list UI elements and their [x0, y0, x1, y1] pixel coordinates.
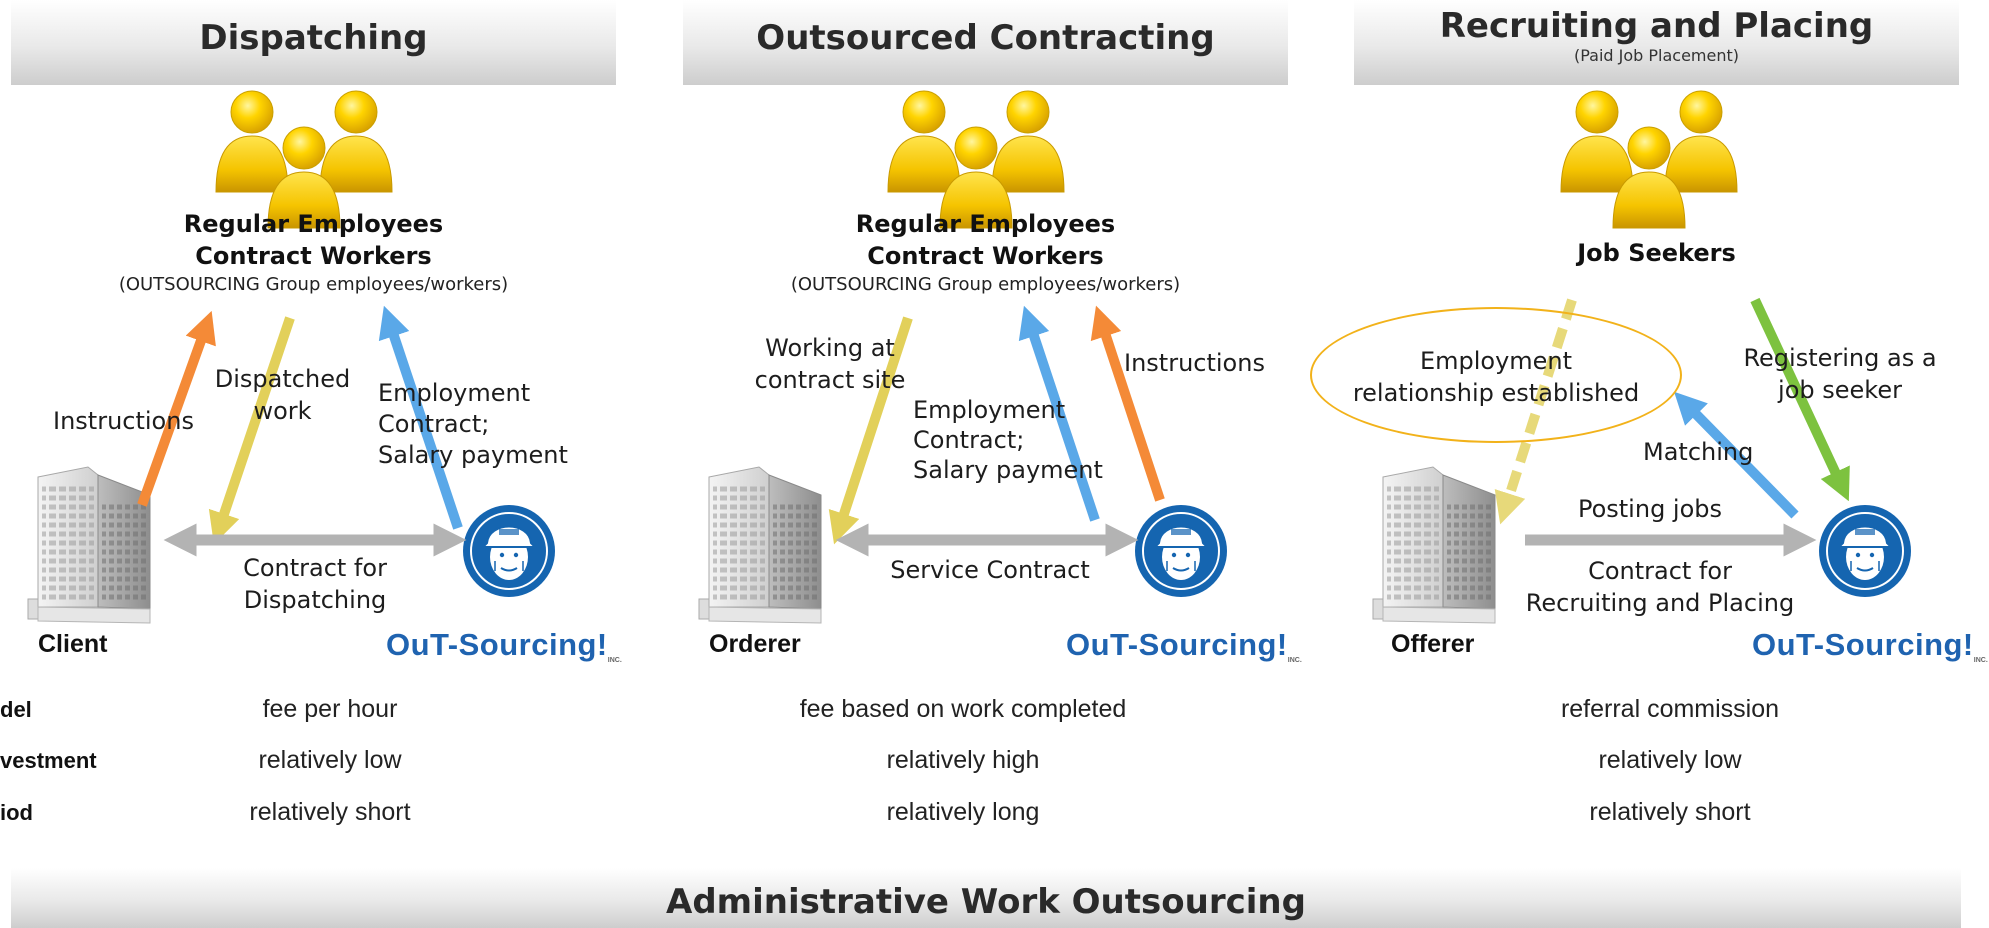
label-line: Recruiting and Placing: [1525, 589, 1795, 617]
building-icon-orderer: [698, 466, 822, 624]
label-line: Employment: [1419, 347, 1573, 375]
label-employment-relationship: Employment relationship established: [1320, 345, 1672, 409]
brand-suffix: INC.: [1973, 657, 1988, 665]
arrow-instructions: [137, 310, 216, 507]
brand-text: OuT-Sourcing!: [1066, 627, 1288, 662]
label-working-at-site: Working at contract site: [740, 332, 920, 396]
label-contract-recruiting: Contract for Recruiting and Placing: [1515, 555, 1805, 619]
people-icon-recruiting: [1561, 91, 1737, 228]
outsourcing-logo-icon: [462, 504, 556, 598]
row-label: del: [0, 697, 32, 722]
header-recruiting: Recruiting and Placing (Paid Job Placeme…: [1354, 0, 1959, 85]
label-line: Employment: [913, 396, 1066, 424]
label-instructions: Instructions: [1124, 349, 1265, 377]
label-line: Contract for: [1588, 557, 1732, 585]
label-employment-contract: Employment Contract; Salary payment: [378, 378, 568, 471]
label-line: Employment: [378, 379, 531, 407]
arrow-dispatched-work: [208, 316, 295, 545]
label-line: Contract;: [378, 410, 490, 438]
label-line: job seeker: [1778, 376, 1902, 404]
table-cell: relatively low: [258, 746, 402, 774]
table-cell: relatively high: [886, 746, 1040, 774]
arrow-employment-contract: [378, 305, 463, 530]
brand-suffix: INC.: [1287, 657, 1302, 665]
label-employment-contract: Employment Contract; Salary payment: [913, 395, 1103, 485]
header-title: Recruiting and Placing: [1439, 6, 1874, 46]
group-subtitle: (OUTSOURCING Group employees/workers): [790, 274, 1181, 295]
building-icon-client: [27, 466, 151, 624]
table-cell: fee per hour: [262, 695, 398, 723]
row-label: vestment: [0, 748, 97, 773]
label-posting-jobs: Posting jobs: [1577, 495, 1723, 523]
brand-text: OuT-Sourcing!: [386, 627, 608, 662]
group-line1: Regular Employees: [855, 210, 1116, 238]
outsourcing-logo-icon: [1818, 504, 1912, 598]
party-orderer: Orderer: [709, 630, 801, 658]
label-line: Salary payment: [378, 441, 568, 469]
table-cell: relatively long: [886, 798, 1040, 826]
header-outsourced: Outsourced Contracting: [683, 0, 1288, 85]
group-line1: Regular Employees: [183, 210, 444, 238]
label-line: Working at: [765, 334, 895, 362]
group-line2: Contract Workers: [195, 242, 432, 270]
header-admin: Administrative Work Outsourcing: [11, 868, 1961, 928]
arrow-registering: [1750, 297, 1850, 502]
label-line: contract site: [754, 366, 906, 394]
label-matching: Matching: [1643, 438, 1754, 466]
group-caption-recruiting: Job Seekers: [1354, 237, 1959, 269]
brand-logo-text: OuT-Sourcing!INC.: [1066, 627, 1302, 664]
group-caption-outsourced: Regular Employees Contract Workers (OUTS…: [683, 208, 1288, 298]
header-subtitle: (Paid Job Placement): [1573, 46, 1740, 65]
brand-text: OuT-Sourcing!: [1752, 627, 1974, 662]
brand-logo-text: OuT-Sourcing!INC.: [386, 627, 622, 664]
brand-logo-text: OuT-Sourcing!INC.: [1752, 627, 1988, 664]
outsourcing-logo-icon: [1134, 504, 1228, 598]
header-title: Administrative Work Outsourcing: [666, 882, 1306, 922]
label-registering: Registering as a job seeker: [1725, 342, 1955, 406]
employment-relationship-oval: [1310, 307, 1682, 443]
table-cell: referral commission: [1560, 695, 1780, 723]
label-dispatched-work: Dispatched work: [200, 363, 365, 427]
arrow-matching: [1674, 391, 1799, 519]
arrow-employment-contract: [1018, 305, 1100, 522]
label-line: Dispatched: [214, 365, 351, 393]
party-client: Client: [38, 630, 108, 658]
table-cell: relatively low: [1598, 746, 1742, 774]
label-contract-dispatching: Contract for Dispatching: [215, 552, 415, 616]
label-line: Dispatching: [243, 586, 387, 614]
label-line: Contract for: [243, 554, 387, 582]
table-cell: relatively short: [1589, 798, 1751, 826]
header-title: Outsourced Contracting: [756, 18, 1215, 58]
group-caption-dispatching: Regular Employees Contract Workers (OUTS…: [11, 208, 616, 298]
group-line1: Job Seekers: [1577, 239, 1736, 267]
group-line2: Contract Workers: [867, 242, 1104, 270]
label-line: Registering as a: [1743, 344, 1937, 372]
group-subtitle: (OUTSOURCING Group employees/workers): [118, 274, 509, 295]
brand-suffix: INC.: [607, 657, 622, 665]
arrow-working-at-site: [828, 316, 913, 545]
label-instructions: Instructions: [53, 407, 194, 435]
row-label: iod: [0, 800, 33, 825]
table-cell: fee based on work completed: [799, 695, 1127, 723]
header-title: Dispatching: [199, 18, 428, 58]
party-offerer: Offerer: [1391, 630, 1475, 658]
label-line: relationship established: [1352, 379, 1640, 407]
building-icon-offerer: [1372, 466, 1496, 624]
arrow-instructions: [1090, 305, 1165, 502]
label-line: work: [253, 397, 312, 425]
header-dispatching: Dispatching: [11, 0, 616, 85]
label-line: Contract;: [913, 426, 1025, 454]
table-cell: relatively short: [249, 798, 411, 826]
label-line: Salary payment: [913, 456, 1103, 484]
label-service-contract: Service Contract: [890, 556, 1090, 584]
